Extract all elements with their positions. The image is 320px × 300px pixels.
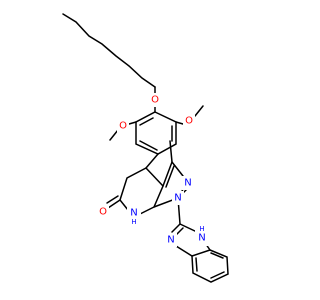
benzene-double-bonds: [195, 252, 225, 279]
aryl-ring-double-bonds: [139, 117, 173, 151]
methoxy-right-bonds: [175, 105, 204, 125]
methoxy-left-bonds: [109, 121, 137, 141]
aryl-to-c4-bond: [145, 153, 159, 169]
heptyl-chain-bonds: [62, 13, 156, 88]
methoxy-left-oxygen-label: O: [119, 121, 127, 132]
pyrazole-n1-label: N: [174, 193, 181, 204]
carbonyl-bonds: [106, 195, 121, 209]
benzimidazole-hydrogen-label: H: [199, 225, 204, 233]
benzimidazole-n1-label: N: [198, 233, 205, 244]
benzimidazole-n3-label: N: [167, 235, 174, 246]
ether-oxygen-label: O: [151, 95, 159, 106]
pyrazole-n2-label: N: [184, 178, 191, 189]
amide-hydrogen-label: H: [131, 218, 136, 226]
benzene-ring-bonds: [191, 249, 229, 283]
methyl-bond: [169, 140, 173, 163]
molecule-structure: O O O N N N H O N H N: [62, 13, 229, 283]
pyridinone-ring-bonds: [119, 167, 164, 215]
methoxy-right-oxygen-label: O: [185, 116, 193, 127]
amide-nitrogen-label: N: [130, 208, 137, 219]
atom-labels: O O O N N N H O N H N: [97, 93, 209, 247]
carbonyl-oxygen-label: O: [99, 207, 107, 218]
